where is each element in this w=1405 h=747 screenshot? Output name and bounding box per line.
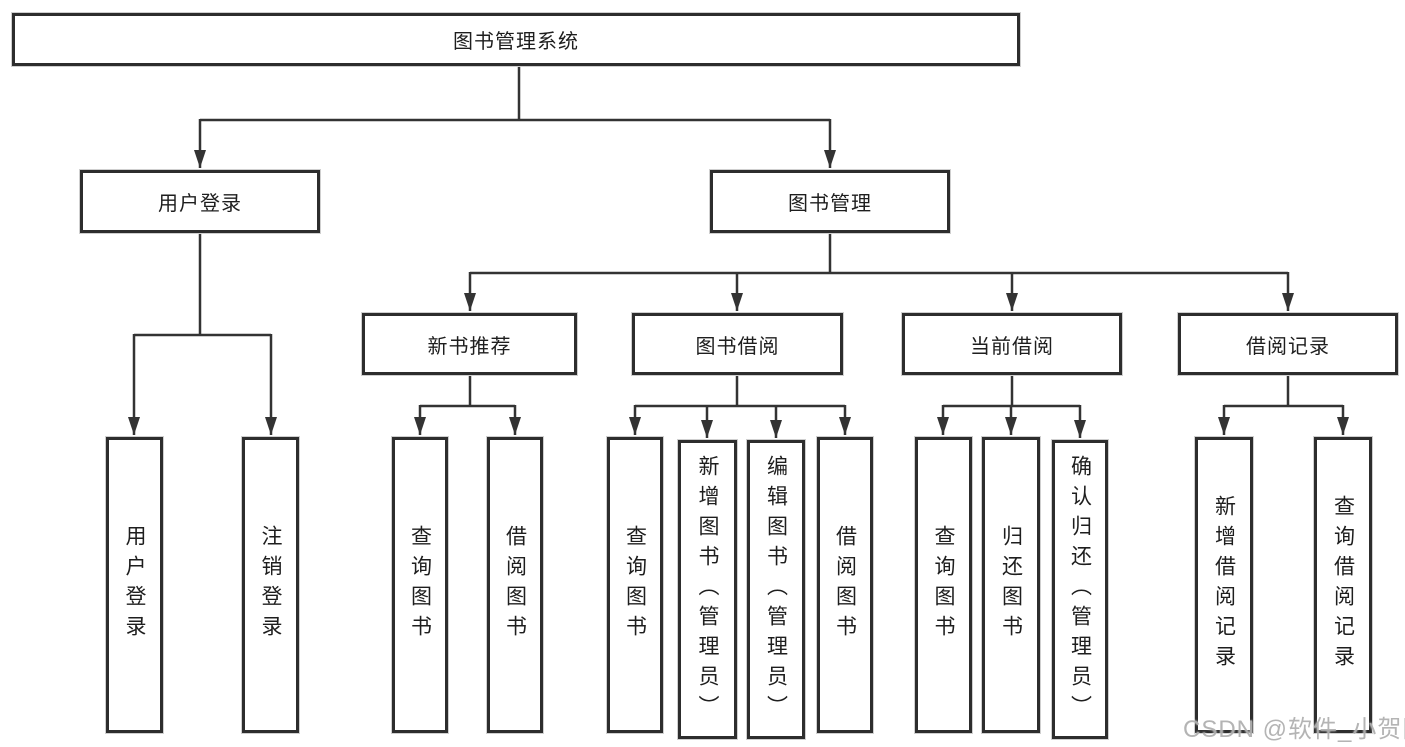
leaf-label: 新增借阅记录	[1212, 495, 1236, 675]
leaf-logout: 注销登录	[242, 437, 299, 733]
node-book-borrow-label: 图书借阅	[695, 335, 780, 358]
leaf-label: 编辑图书（管理员）	[764, 454, 788, 725]
leaf-query-books-current: 查询图书	[915, 437, 972, 733]
leaf-label: 借阅图书	[833, 525, 857, 645]
leaf-add-borrow-record: 新增借阅记录	[1195, 437, 1253, 733]
leaf-edit-book-admin: 编辑图书（管理员）	[747, 440, 805, 739]
leaf-label: 归还图书	[999, 525, 1023, 645]
leaf-label: 查询图书	[408, 525, 432, 645]
node-borrow-records: 借阅记录	[1178, 313, 1398, 375]
node-new-book-recommend: 新书推荐	[362, 313, 577, 375]
leaf-return-books: 归还图书	[982, 437, 1040, 733]
node-book-borrow: 图书借阅	[632, 313, 843, 375]
node-borrow-records-label: 借阅记录	[1246, 335, 1330, 358]
node-current-borrow-label: 当前借阅	[970, 335, 1054, 358]
leaf-label: 用户登录	[123, 525, 146, 645]
node-book-management: 图书管理	[710, 170, 950, 233]
leaf-label: 查询图书	[623, 525, 647, 645]
leaf-user-login: 用户登录	[106, 437, 163, 733]
leaf-label: 借阅图书	[503, 525, 527, 645]
node-new-book-recommend-label: 新书推荐	[427, 335, 512, 358]
leaf-confirm-return-admin: 确认归还（管理员）	[1052, 440, 1108, 739]
leaf-label: 确认归还（管理员）	[1068, 454, 1092, 725]
leaf-query-books-borrow: 查询图书	[607, 437, 663, 733]
node-current-borrow: 当前借阅	[902, 313, 1122, 375]
leaf-label: 查询图书	[932, 525, 955, 645]
leaf-label: 注销登录	[259, 525, 282, 645]
leaf-label: 查询借阅记录	[1331, 495, 1355, 675]
leaf-add-book-admin: 新增图书（管理员）	[678, 440, 737, 739]
leaf-label: 新增图书（管理员）	[696, 454, 719, 725]
node-root-label: 图书管理系统	[453, 31, 579, 53]
leaf-query-borrow-record: 查询借阅记录	[1314, 437, 1372, 733]
node-user-login-label: 用户登录	[158, 193, 242, 215]
leaf-borrow-books-recommend: 借阅图书	[487, 437, 543, 733]
node-user-login: 用户登录	[80, 170, 320, 233]
leaf-borrow-books: 借阅图书	[817, 437, 873, 733]
node-book-management-label: 图书管理	[788, 193, 872, 215]
csdn-watermark: CSDN @软件_小贺同学	[1183, 716, 1405, 743]
node-root: 图书管理系统	[12, 13, 1020, 66]
leaf-query-books-recommend: 查询图书	[392, 437, 448, 733]
